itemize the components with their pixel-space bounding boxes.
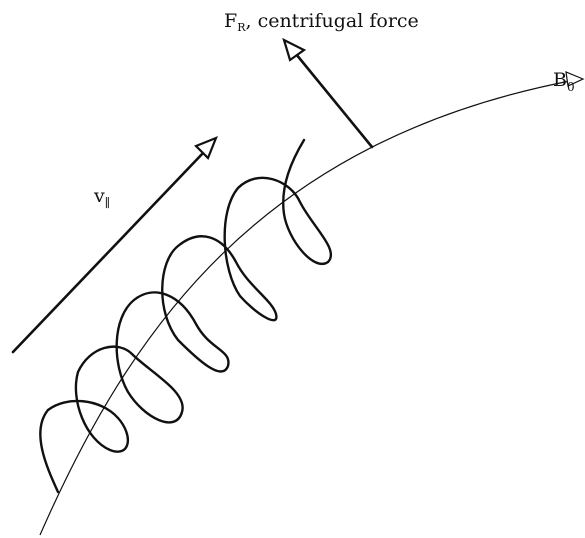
centrifugal-force-text: , centrifugal force (245, 10, 418, 32)
parallel-velocity-arrowhead (194, 136, 218, 160)
field-line-arrowhead (565, 71, 585, 87)
centrifugal-force-arrowhead (282, 37, 307, 62)
parallel-velocity-symbol: v (93, 185, 105, 207)
particle-helix-trajectory (39, 138, 332, 494)
centrifugal-force-arrow-shaft (294, 52, 374, 149)
magnetic-field-line (39, 79, 576, 536)
parallel-velocity-subscript: ∥ (105, 196, 111, 210)
magnetic-field-symbol: B (553, 69, 567, 91)
parallel-velocity-arrow-shaft (11, 150, 206, 354)
magnetic-field-label: B0 (553, 69, 575, 94)
centrifugal-force-subscript: R (237, 21, 246, 34)
centrifugal-force-symbol: F (224, 10, 237, 32)
magnetic-field-subscript: 0 (567, 80, 575, 94)
centrifugal-force-label: FR, centrifugal force (224, 10, 419, 34)
parallel-velocity-label: v∥ (93, 185, 110, 210)
